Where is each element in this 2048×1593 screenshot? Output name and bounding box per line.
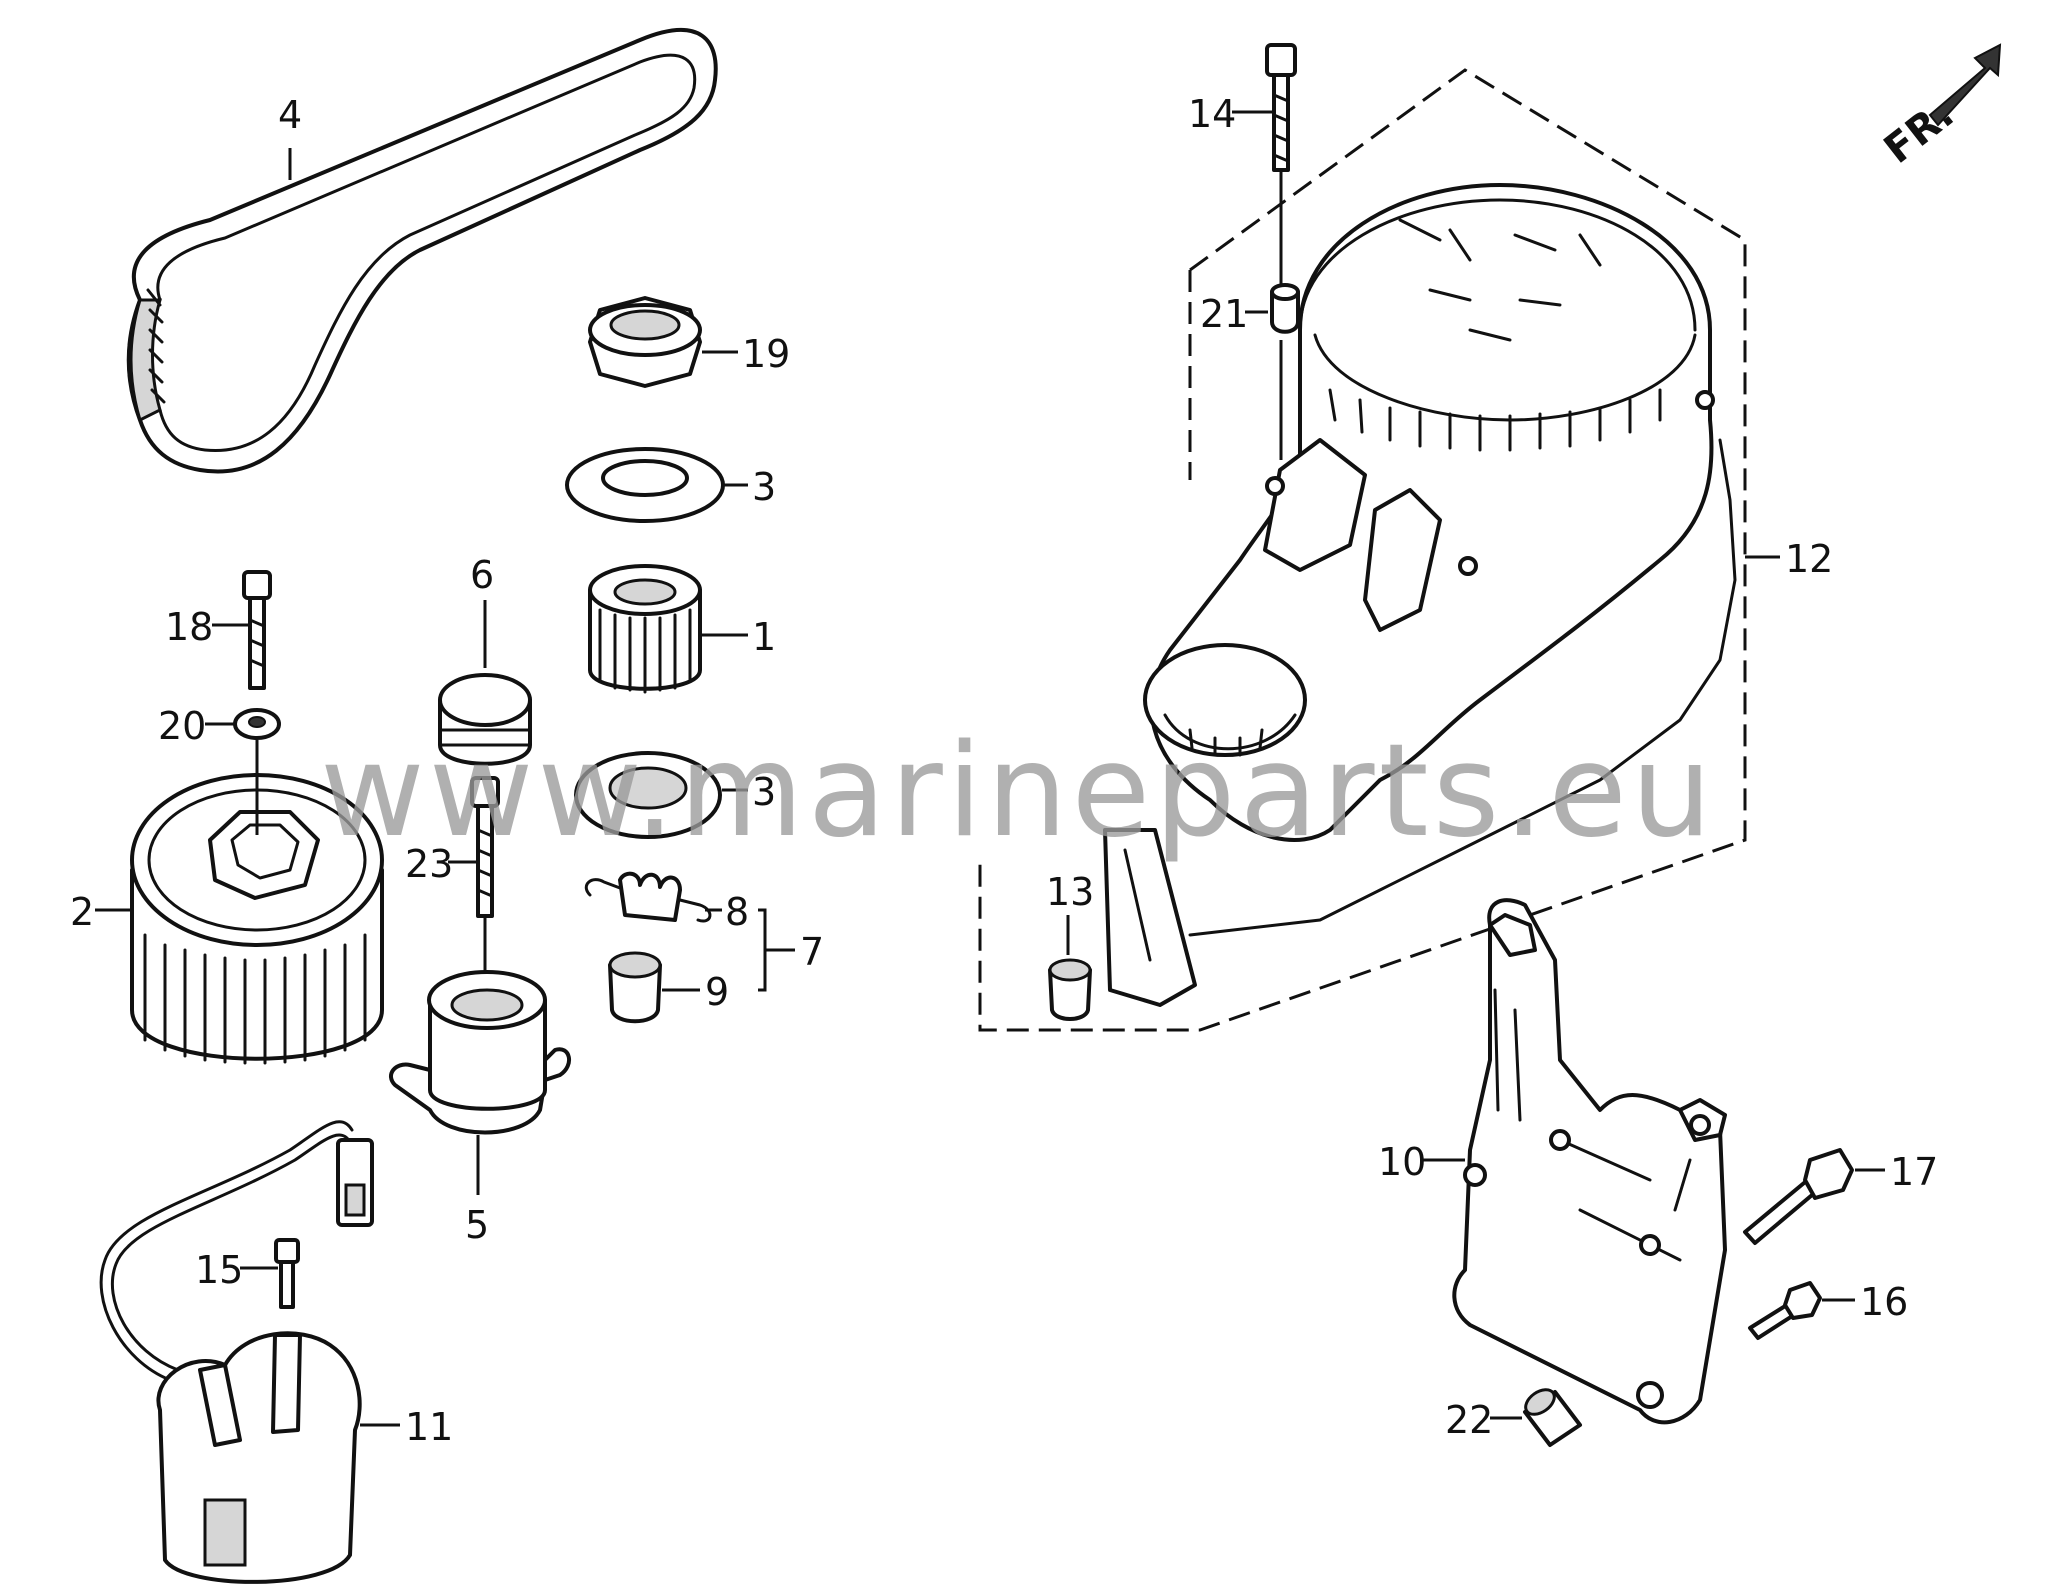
watermark: www.marineparts.eu (320, 717, 1716, 866)
callout-2: 2 (70, 890, 94, 934)
wire-harness-icon (99, 1120, 374, 1382)
callout-20: 20 (158, 704, 206, 748)
washer-icon (565, 447, 725, 523)
housing-icon (389, 970, 571, 1135)
callout-18: 18 (165, 605, 213, 649)
callout-16: 16 (1860, 1280, 1908, 1324)
callout-9: 9 (705, 970, 729, 1014)
front-direction-arrow-icon (1928, 43, 2002, 127)
pickup-coil-icon (156, 1331, 362, 1584)
callout-21: 21 (1200, 292, 1248, 336)
callout-22: 22 (1445, 1398, 1493, 1442)
bracket-icon (1452, 898, 1727, 1425)
callout-3-lower: 3 (752, 770, 776, 814)
callout-8: 8 (725, 890, 749, 934)
callout-12: 12 (1785, 537, 1833, 581)
callout-17: 17 (1890, 1150, 1938, 1194)
callout-7: 7 (800, 930, 824, 974)
bolt-icon (470, 776, 500, 918)
screw-icon-16 (1748, 1281, 1822, 1340)
callout-10: 10 (1378, 1140, 1426, 1184)
sleeve-icon-22 (1523, 1388, 1582, 1447)
callout-19: 19 (742, 332, 790, 376)
callout-11: 11 (405, 1405, 453, 1449)
callout-5: 5 (465, 1203, 489, 1247)
washer-icon-lower (574, 751, 722, 839)
screw-icon-15 (274, 1238, 300, 1309)
sleeve-icon (608, 951, 662, 1024)
bolt-icon-14 (1265, 43, 1297, 172)
cap-icon (438, 673, 532, 766)
drive-collar-icon (588, 564, 702, 694)
callout-6: 6 (470, 553, 494, 597)
callout-13: 13 (1046, 870, 1094, 914)
starter-cover-icon (1103, 183, 1737, 1007)
bolt-icon-17 (1743, 1148, 1854, 1245)
callout-3-upper: 3 (752, 465, 776, 509)
spring-icon (584, 871, 712, 923)
timing-belt-icon (126, 28, 718, 474)
small-washer-icon (233, 708, 281, 740)
grommet-icon (1048, 958, 1092, 1021)
callout-14: 14 (1188, 92, 1236, 136)
nut-icon (588, 296, 702, 388)
callout-15: 15 (195, 1248, 243, 1292)
collar-icon-21 (1270, 283, 1300, 334)
callout-1: 1 (752, 615, 776, 659)
callout-23: 23 (405, 842, 453, 886)
callout-4: 4 (278, 93, 302, 137)
bolt-icon-18 (242, 570, 272, 690)
pulley-icon (130, 740, 384, 1065)
